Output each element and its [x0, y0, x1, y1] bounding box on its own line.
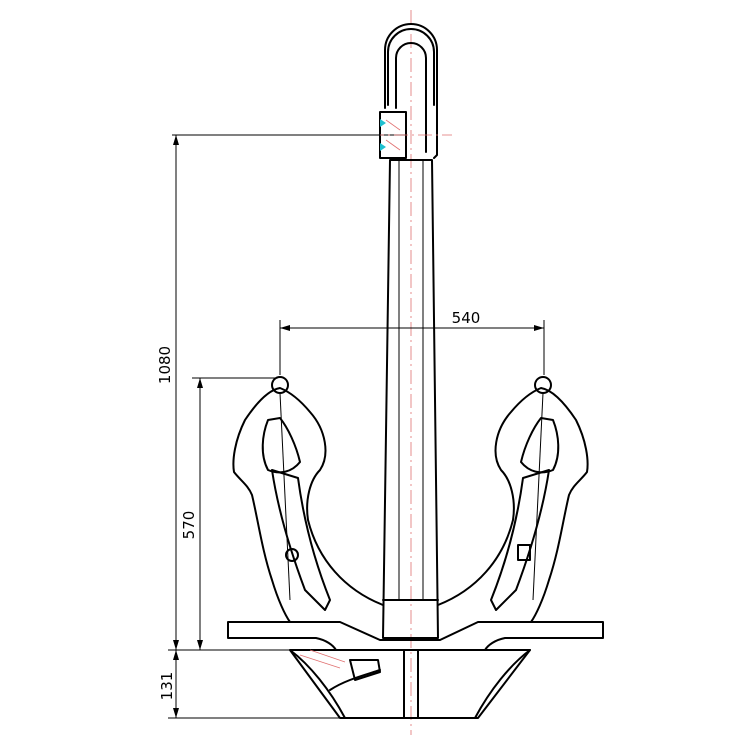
shackle — [370, 23, 452, 159]
shank — [382, 159, 439, 639]
dimension-1080: 1080 — [156, 134, 380, 650]
dim-label-540: 540 — [452, 309, 481, 327]
left-fluke — [232, 376, 384, 623]
right-fluke — [437, 376, 589, 623]
dimension-540: 540 — [279, 309, 545, 375]
dim-label-570: 570 — [180, 511, 198, 540]
crown — [227, 621, 604, 719]
dim-label-1080: 1080 — [156, 346, 174, 384]
weld-markers — [380, 119, 386, 151]
dim-label-131: 131 — [158, 672, 176, 701]
dimension-131: 131 — [158, 649, 340, 719]
dimension-570: 570 — [180, 377, 278, 650]
